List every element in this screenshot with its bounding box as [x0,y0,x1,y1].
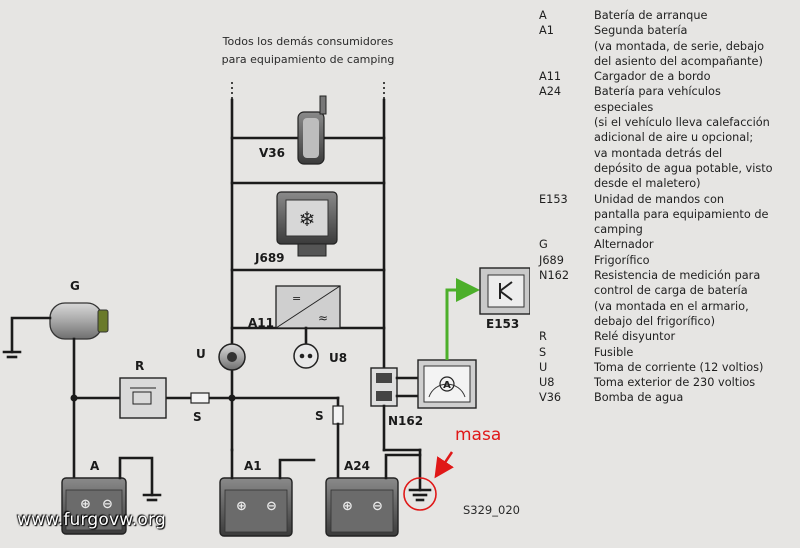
fuse-s-right: S [315,396,344,480]
legend-row: V36 Bomba de agua [539,390,797,405]
masa-arrow [434,451,454,479]
legend-desc: Fusible [594,345,634,359]
label-e153: E153 [486,317,519,331]
label-g: G [70,279,80,293]
legend-code: J689 [539,253,564,267]
legend-code: E153 [539,192,568,206]
legend-desc: Toma exterior de 230 voltios [594,376,756,390]
svg-text:⊖: ⊖ [266,499,277,514]
legend-code: A24 [539,85,562,99]
legend-row: E153 Unidad de mandos con pantalla para e… [539,192,797,238]
legend-desc: Batería para vehículos especiales (si el… [594,85,773,191]
legend-row: A11 Cargador de a bordo [539,69,797,84]
svg-text:⊕: ⊕ [342,499,353,514]
header-line-1: Todos los demás consumidores [222,35,394,48]
legend-desc: Batería de arranque [594,9,708,22]
legend-desc: Resistencia de medición para control de … [594,269,761,328]
label-u8: U8 [329,351,347,365]
svg-text:=: = [292,292,301,305]
legend-row: R Relé disyuntor [539,329,797,344]
relay-r: R [119,359,167,419]
fridge-j689: ❄ J689 [254,191,338,265]
battery-a1: A1 ⊕ ⊖ [219,448,316,537]
legend-row: S Fusible [539,345,797,360]
signal-arrow [445,278,480,360]
legend-row: U8 Toma exterior de 230 voltios [539,375,797,390]
legend-desc: Alternador [594,238,654,252]
battery-a: A ⊕ ⊖ [61,456,162,535]
svg-text:⊕: ⊕ [236,499,247,514]
charger-a11: = ≈ A11 [248,285,341,330]
legend-code: G [539,238,548,252]
legend-code: S [539,345,547,359]
legend-desc: Toma de corriente (12 voltios) [594,360,764,374]
label-j689: J689 [254,251,285,265]
socket-u-12v: U [196,343,246,371]
control-unit-e153: E153 [479,267,530,331]
legend-code: N162 [539,269,570,283]
legend-desc: Frigorífico [594,253,650,267]
label-a24: A24 [344,459,370,473]
svg-text:⊖: ⊖ [372,499,383,514]
label-s-left: S [193,410,202,424]
watermark: www.furgovw.org [17,510,166,530]
label-v36: V36 [259,146,285,160]
label-u: U [196,347,206,361]
label-a11: A11 [248,316,274,330]
legend-desc: Bomba de agua [594,391,684,405]
fuse-s-left: S [190,392,210,424]
label-a: A [90,459,100,473]
snowflake-icon: ❄ [299,207,316,231]
legend-row: G Alternador [539,237,797,252]
legend-row: U Toma de corriente (12 voltios) [539,360,797,375]
label-s-right: S [315,409,324,423]
label-a1: A1 [244,459,262,473]
label-n162: N162 [388,414,423,428]
masa-label: masa [455,425,502,445]
svg-text:⊕: ⊕ [80,497,91,512]
battery-a24: A24 ⊕ ⊖ [325,453,422,537]
legend-row: A Batería de arranque [539,8,797,23]
legend-row: A1 Segunda batería (va montada, de serie,… [539,23,797,69]
legend-code: U8 [539,376,555,390]
alternator-g: G [2,279,109,400]
legend-code: A11 [539,70,562,84]
figure-code: S329_020 [463,503,520,517]
wiring-diagram: Todos los demás consumidores para equipa… [2,35,530,537]
legend-desc: Unidad de mandos con pantalla para equip… [594,192,769,237]
svg-text:⊖: ⊖ [102,497,113,512]
legend: A Batería de arranque A1 Segunda batería (… [539,8,797,406]
legend-code: A [539,9,547,22]
legend-desc: Cargador de a bordo [594,70,711,84]
legend-row: A24 Batería para vehículos especiales (si… [539,84,797,191]
legend-code: R [539,330,547,344]
legend-row: J689 Frigorífico [539,253,797,268]
water-pump-v36: V36 [259,95,327,165]
header-line-2: para equipamiento de camping [222,53,395,66]
ammeter-symbol: A [443,380,451,391]
legend-row: N162 Resistencia de medición para control… [539,268,797,329]
legend-code: V36 [539,391,562,405]
socket-u8-230v: U8 [293,326,347,369]
label-r: R [135,359,144,373]
masa-ground-circle [403,477,437,511]
legend-desc: Relé disyuntor [594,330,676,344]
shunt-n162: N162 [370,367,432,502]
ammeter: A [417,359,477,409]
legend-code: A1 [539,24,554,38]
legend-code: U [539,360,548,374]
legend-desc: Segunda batería (va montada, de serie, d… [594,24,765,68]
svg-text:≈: ≈ [318,311,328,325]
